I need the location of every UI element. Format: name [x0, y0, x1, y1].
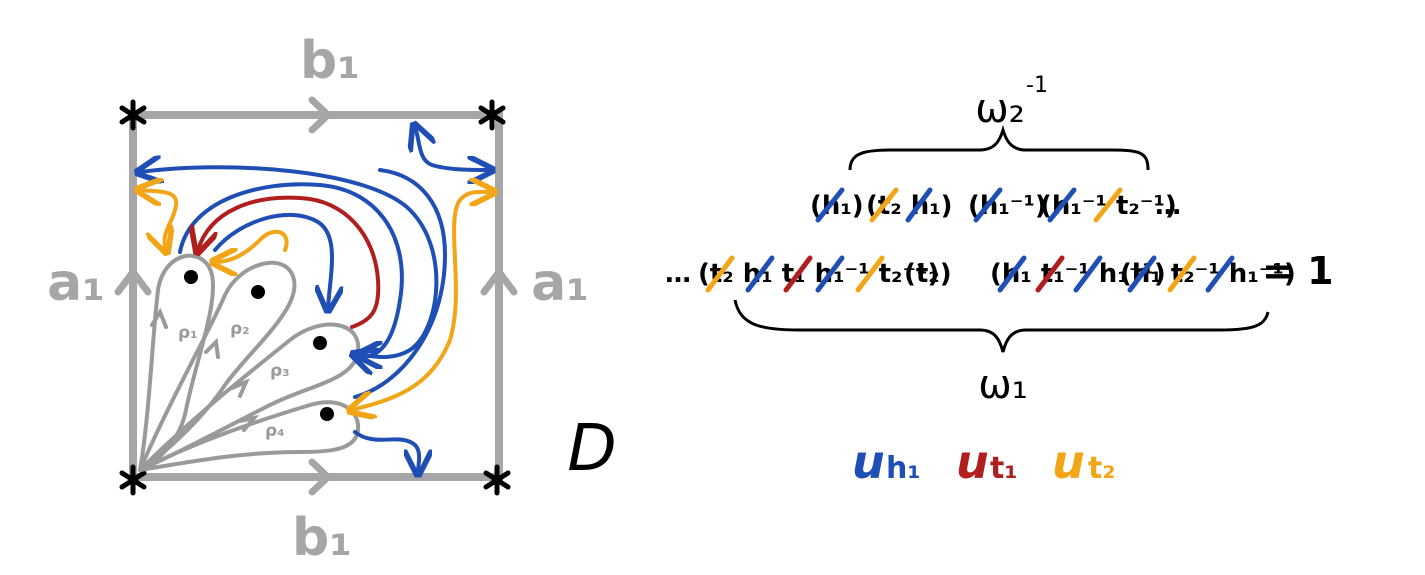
curve-h1-top [415, 127, 490, 170]
puncture-dot [320, 407, 334, 421]
surface-label: D [567, 412, 616, 486]
legend-mark-icon: u [852, 435, 885, 489]
corner-star-icon [119, 464, 147, 496]
loop-rho4 [138, 400, 361, 472]
legend: u h₁ u t₁ u t₂ [852, 435, 1115, 489]
loop-arrow-icon [204, 337, 220, 359]
top-brace [848, 124, 1150, 171]
word-equals: = 1 [1262, 249, 1334, 293]
curve-t2-right [352, 192, 492, 410]
strike-marks-line-2 [705, 255, 1235, 293]
corner-star-icon [119, 99, 147, 131]
curve-t2-small [215, 229, 289, 262]
puncture-dot [184, 270, 198, 284]
word-factor: (t₂) [904, 259, 952, 289]
legend-item-t1: u t₁ [956, 435, 1017, 489]
legend-item-t2: u t₂ [1052, 435, 1115, 489]
loop-label-rho4: ρ₄ [265, 421, 285, 441]
loops [138, 253, 361, 472]
word-factor: (t₂ h₁ t₁ h₁⁻¹ t₂⁻¹) [698, 259, 939, 289]
loop-label-rho1: ρ₁ [178, 323, 198, 343]
curve-h1-bottom [353, 430, 419, 472]
bottom-edge-arrow-icon [308, 458, 332, 496]
bottom-brace-label: ω₁ [978, 362, 1028, 408]
edge-label-right: a₁ [531, 253, 589, 313]
bottom-brace [733, 299, 1270, 353]
strike-marks-line-1 [815, 187, 1123, 223]
top-brace-exponent: -1 [1026, 73, 1048, 98]
legend-item-h1: u h₁ [852, 435, 921, 489]
legend-mark-icon: u [1052, 435, 1085, 489]
legend-label: h₁ [886, 451, 921, 486]
corner-star-icon [483, 464, 511, 496]
top-edge-arrow-icon [308, 96, 332, 134]
word-ellipsis: … [665, 259, 691, 289]
curves-t2 [140, 190, 492, 410]
curve-h1-inner [213, 212, 332, 308]
loop-label-rho3: ρ₃ [270, 361, 290, 381]
curve-t2-left [140, 190, 179, 250]
legend-mark-icon: u [956, 435, 989, 489]
corner-vertices [119, 99, 511, 496]
puncture-dot [251, 285, 265, 299]
loop-label-rho2: ρ₂ [230, 319, 250, 339]
edge-label-top: b₁ [300, 31, 360, 91]
edge-label-left: a₁ [47, 253, 105, 313]
legend-label: t₂ [1088, 451, 1115, 486]
legend-label: t₁ [990, 451, 1017, 486]
word-ellipsis: … [1155, 191, 1181, 221]
edge-label-bottom: b₁ [292, 508, 352, 568]
top-brace-label: ω₂ [975, 86, 1025, 132]
loop-arrow-icon [238, 414, 260, 432]
loop-arrow-icon [230, 378, 250, 398]
puncture-dot [313, 336, 327, 350]
